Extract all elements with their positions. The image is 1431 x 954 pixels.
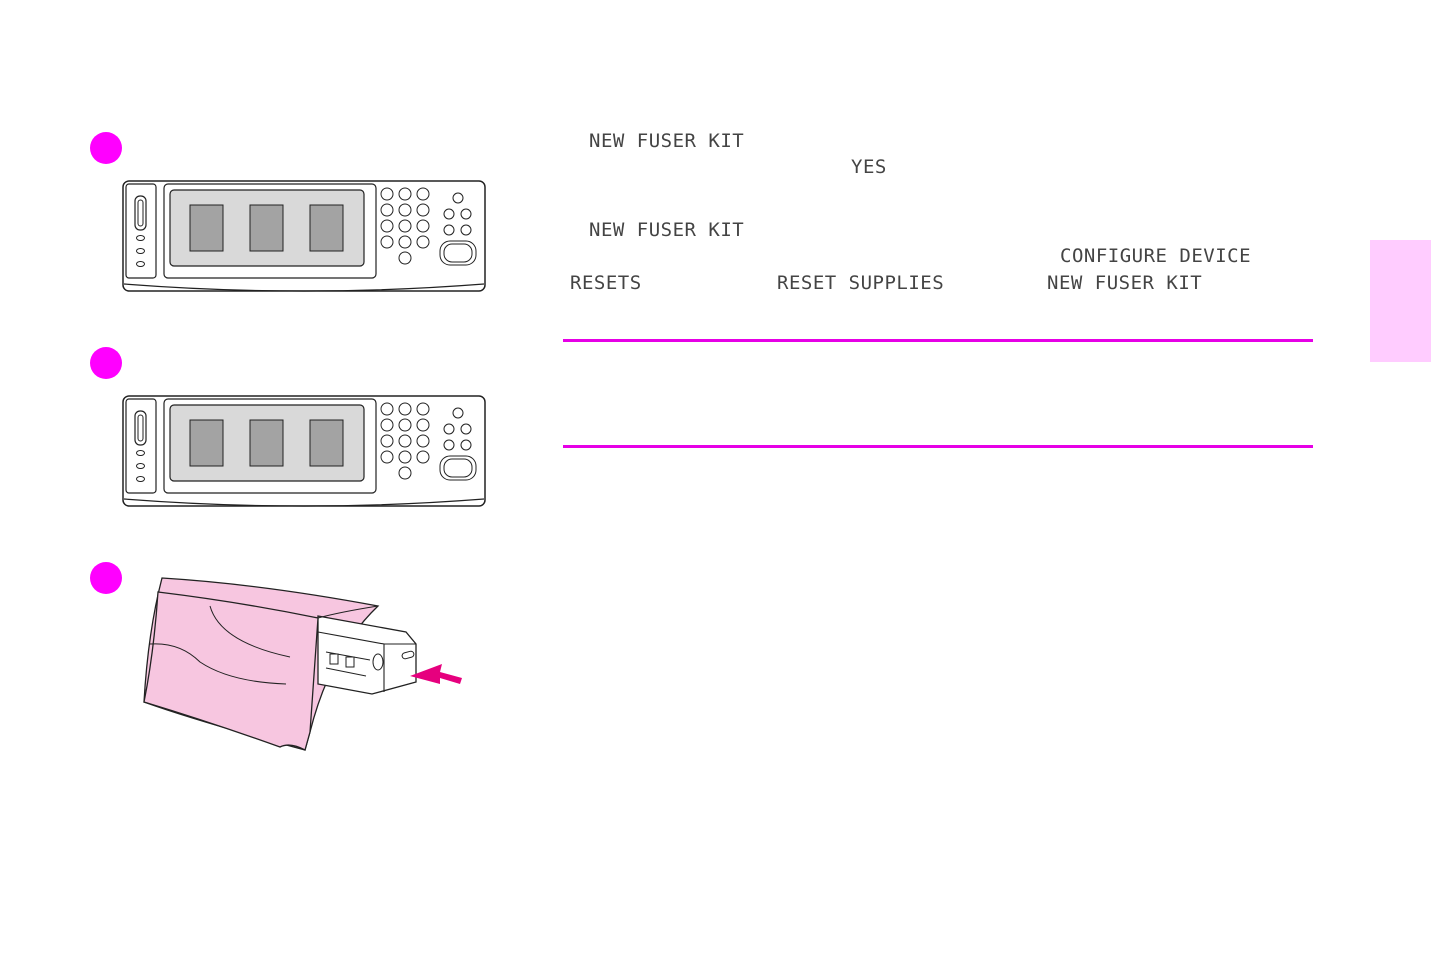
note-bottom-rule: [563, 445, 1313, 448]
step-1-marker: [90, 132, 122, 164]
lcd-text-yes: YES: [851, 156, 887, 178]
fuser-bag-icon: [143, 577, 462, 751]
menu-path-new-fuser-kit: NEW FUSER KIT: [1047, 272, 1203, 294]
control-panel-icon: [122, 395, 486, 507]
menu-path-resets: RESETS: [570, 272, 642, 294]
menu-path-reset-supplies: RESET SUPPLIES: [777, 272, 945, 294]
lcd-text-new-fuser-kit-2: NEW FUSER KIT: [589, 219, 745, 241]
step-2-marker: [90, 347, 122, 379]
step-3-marker: [90, 562, 122, 594]
chapter-tab: [1370, 240, 1431, 362]
control-panel-icon: [122, 180, 486, 292]
lcd-text-new-fuser-kit: NEW FUSER KIT: [589, 130, 745, 152]
note-top-rule: [563, 339, 1313, 342]
lcd-text-configure-device: CONFIGURE DEVICE: [1060, 245, 1252, 267]
